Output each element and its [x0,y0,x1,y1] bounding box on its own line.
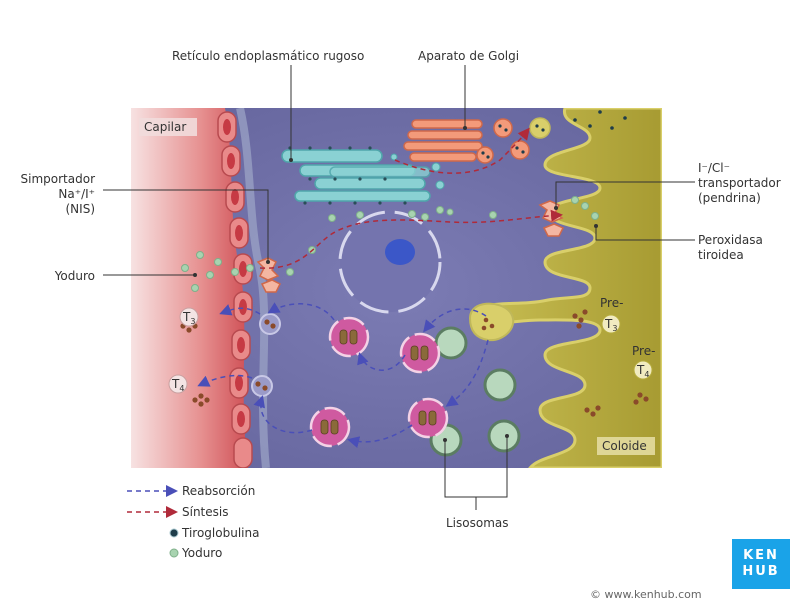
pendrin-label-line2: transportador [698,176,781,190]
golgi-label: Aparato de Golgi [418,49,519,63]
phagolysosome-thyroglobulin [320,329,437,435]
diagram-frame [131,108,662,468]
synthesis-pathway-arrow [259,209,563,269]
svg-text:T4: T4 [636,363,649,379]
kenhub-logo[interactable]: KEN HUB [732,539,790,589]
colloid-region [480,108,662,468]
peroxidase-label-line2: tiroidea [698,248,744,262]
phagolysosomes [309,316,449,448]
svg-text:T3: T3 [182,310,195,326]
coloide-label: Coloide [602,439,647,453]
t3-marker-capillary: T3 [179,307,199,327]
legend: Reabsorción Síntesis Tiroglobulina Yodur… [127,484,259,560]
vesicle-thyroglobulin-dots [481,110,627,159]
legend-tiroglobulina-label: Tiroglobulina [181,526,259,540]
legend-reabsorcion-label: Reabsorción [182,484,255,498]
synthesis-golgi-arrow [394,127,530,174]
nis-transporter [256,257,282,293]
colloid-endocytosis-bud [468,302,515,342]
svg-text:Pre-: Pre- [600,296,623,310]
pendrin-label-line1: I⁻/Cl⁻ [698,161,730,175]
legend-yoduro-swatch [169,548,179,558]
legend-tiroglobulina-swatch [169,528,179,538]
rough-endoplasmic-reticulum [281,149,431,202]
pre-t4-marker: Pre- T4 [632,344,655,380]
svg-text:T3: T3 [604,317,617,333]
svg-text:T4: T4 [171,377,184,393]
nis-label-line3: (NIS) [66,202,96,216]
nucleolus [385,239,415,265]
t4-marker-capillary: T4 [168,374,188,394]
rer-label: Retículo endoplasmático rugoso [172,49,364,63]
svg-text:Pre-: Pre- [632,344,655,358]
hormone-particles [180,309,649,417]
leader-lines [103,65,695,510]
nuclear-envelope [338,210,442,314]
legend-yoduro-label: Yoduro [181,546,222,560]
secretion-vesicles [251,313,281,397]
reabsorption-arrows [197,302,489,449]
capillary-region [131,108,248,468]
golgi-vesicles [476,117,551,164]
yoduro-label: Yoduro [54,269,95,283]
logo-line2: HUB [742,564,780,579]
nis-label-line1: Simportador [21,172,96,186]
logo-line1: KEN [743,548,779,563]
copyright-text: © www.kenhub.com [590,588,702,601]
coloide-label-box [597,437,655,455]
er-vesicles [390,153,445,190]
legend-sintesis-label: Síntesis [182,505,228,519]
nis-label-line2: Na⁺/I⁺ [58,187,95,201]
capilar-label-box [139,118,197,136]
endothelial-nuclei [223,119,247,427]
leader-dots [193,126,598,442]
pre-t3-marker: Pre- T3 [600,296,623,334]
lisosomas-label: Lisosomas [446,516,509,530]
capilar-label: Capilar [144,120,186,134]
peroxidase-label-line1: Peroxidasa [698,233,763,247]
er-ribosomes [288,146,407,205]
pendrin-label-line3: (pendrina) [698,191,761,205]
